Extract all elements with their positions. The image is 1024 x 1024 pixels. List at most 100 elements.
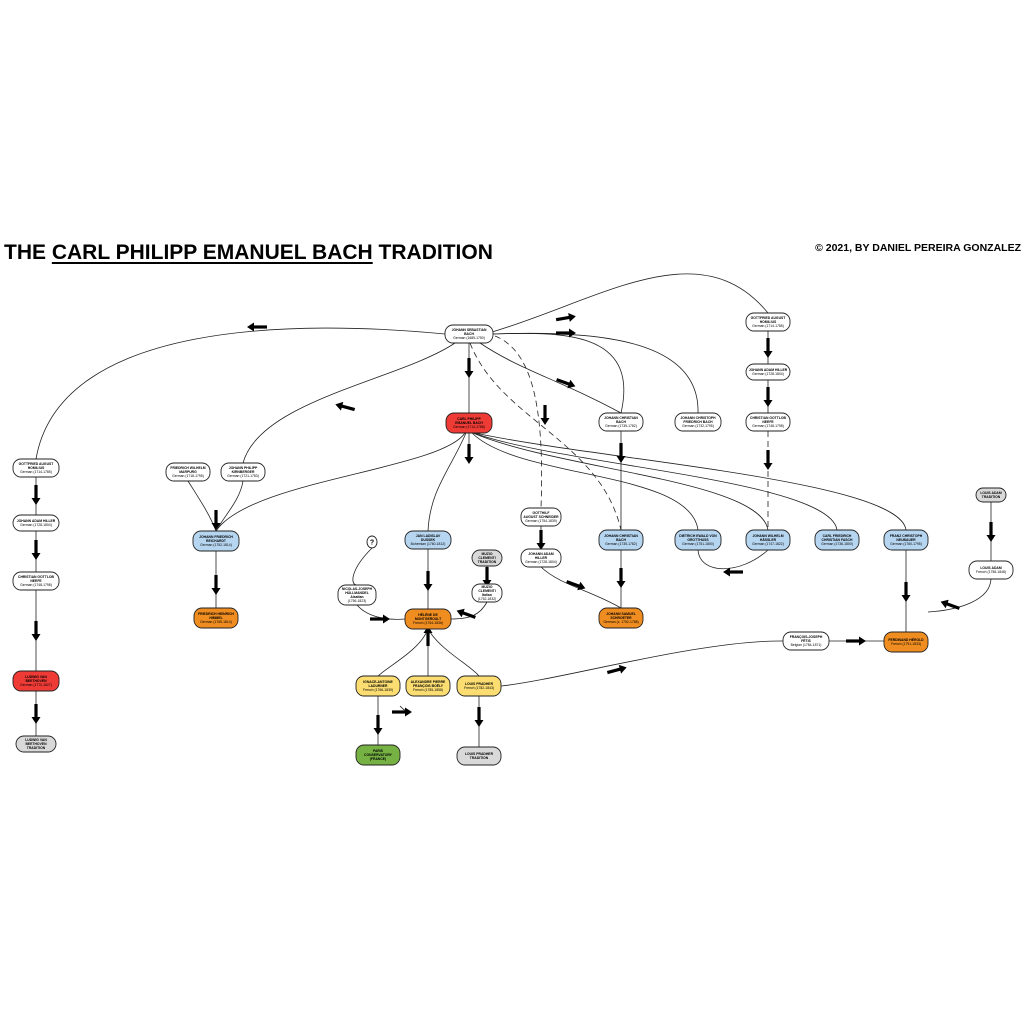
node-label-line: JOHANN CHRISTOPH	[680, 416, 716, 420]
node-label-line: REICHARDT	[206, 539, 227, 543]
node-box	[355, 675, 401, 697]
node-box	[598, 529, 644, 551]
arrow-hullmandel-montgeroult	[370, 614, 390, 624]
lineage-edge	[472, 432, 769, 531]
node-label-line: CHRISTIAN GOTTLOB	[750, 416, 787, 420]
node-hullmandel: NICOLAS-JOSEPHHÜLLMANDELAlsatian(1756-18…	[337, 584, 377, 606]
node-box	[220, 462, 266, 482]
lineage-edge	[473, 432, 838, 531]
node-label-line: BEETHOVEN	[25, 742, 47, 746]
node-label-line: CARL PHILIPP	[457, 417, 481, 421]
node-label-line: French (1791-1833)	[891, 642, 921, 646]
node-box	[405, 675, 451, 697]
node-label-line: FERDINAND HÉROLD	[888, 637, 924, 642]
lineage-edge	[491, 273, 769, 333]
node-box	[745, 312, 791, 332]
page-title: THE CARL PHILIPP EMANUEL BACH TRADITION	[4, 241, 493, 265]
lineage-edge	[427, 432, 467, 532]
lineage-edge	[494, 335, 542, 509]
arrow-adamtrad-adam	[986, 522, 996, 542]
lineage-edge	[187, 480, 217, 532]
node-label-line: (1752-1832)	[478, 597, 496, 601]
node-label-line: German (1765-1814)	[200, 620, 232, 624]
arrow-js-to-gottfried	[555, 313, 576, 322]
node-box	[456, 675, 502, 697]
lineage-edge	[427, 628, 480, 677]
node-label-line: FRANÇOIS-JOSEPH	[790, 635, 823, 639]
node-label-line: French (1785-1858)	[413, 688, 443, 692]
node-label-line: HILLER	[535, 556, 548, 560]
node-label-line: MUZIO	[482, 552, 493, 556]
arrow-muthel-hiller	[31, 485, 41, 505]
node-label-line: MONTGEROULT	[415, 617, 442, 621]
lineage-edge	[479, 342, 622, 414]
node-box	[192, 530, 240, 552]
node-box	[12, 458, 60, 478]
node-label-line: German (1736-1800)	[821, 542, 853, 546]
title-suffix: TRADITION	[372, 241, 493, 264]
node-box	[745, 412, 791, 432]
node-label-line: NICOLAS-JOSEPH	[342, 587, 373, 591]
node-label-line: LUDWIG VAN	[25, 675, 47, 679]
arrow-clementi-trad	[482, 567, 492, 587]
node-label-line: German (1770-1827)	[20, 683, 52, 687]
node-label-line: JAN LADISLAV	[416, 534, 441, 538]
node-box	[456, 746, 502, 766]
node-label-line: TRADITION	[982, 495, 1001, 499]
node-box	[165, 462, 211, 482]
arrow-adam-herold	[940, 599, 960, 610]
node-label-line: HOMILIUS	[760, 320, 777, 324]
lineage-edge	[215, 480, 244, 532]
node-label-line: German (1728-1804)	[20, 523, 52, 527]
node-label-line: TRADITION	[478, 560, 497, 564]
arrow-js-to-jcbach	[556, 328, 576, 338]
node-label-line: FRIEDRICH BACH	[683, 420, 713, 424]
node-label-line: CARL FRIEDRICH	[823, 534, 852, 538]
node-label-line: German (1760-1795)	[890, 542, 922, 546]
node-label-line: CLEMENTI	[478, 589, 495, 593]
node-box	[598, 607, 644, 629]
node-label-line: German (1751-1800)	[682, 542, 714, 546]
node-box	[674, 529, 722, 551]
node-box	[404, 530, 452, 550]
node-label-line: French (1758-1848)	[976, 570, 1006, 574]
node-box	[520, 548, 562, 568]
node-label-line: German (1728-1804)	[752, 372, 784, 376]
node-label-line: French (1764-1836)	[413, 621, 443, 625]
node-label-line: AUGUST SCHNEIDER	[523, 515, 559, 519]
node-label-line: JOHANN PHILIPP	[229, 466, 258, 470]
node-box	[674, 412, 722, 432]
node-label-line: CHRISTIAN GOTTLOB	[18, 575, 55, 579]
node-label-line: German (1748-1798)	[20, 583, 52, 587]
node-label-line: BACH	[616, 420, 626, 424]
node-label-line: GOTTHILF	[533, 511, 550, 515]
node-label-line: LOUIS ADAM	[980, 491, 1002, 495]
node-box	[520, 507, 562, 527]
arrow-ignace-boely	[392, 707, 412, 717]
node-box	[444, 324, 494, 344]
lineage-edge	[474, 432, 907, 531]
node-label-line: JOHANN ADAM HILLER	[17, 519, 56, 523]
node-label-line: Alsatian	[350, 595, 363, 599]
node-box	[471, 583, 503, 603]
arrow-grotthuss-hassler	[723, 567, 743, 577]
node-label-line: LOUIS ADAM	[980, 566, 1002, 570]
lineage-edge	[540, 566, 622, 609]
node-label-line: CHRISTIAN FASCH	[822, 538, 853, 542]
